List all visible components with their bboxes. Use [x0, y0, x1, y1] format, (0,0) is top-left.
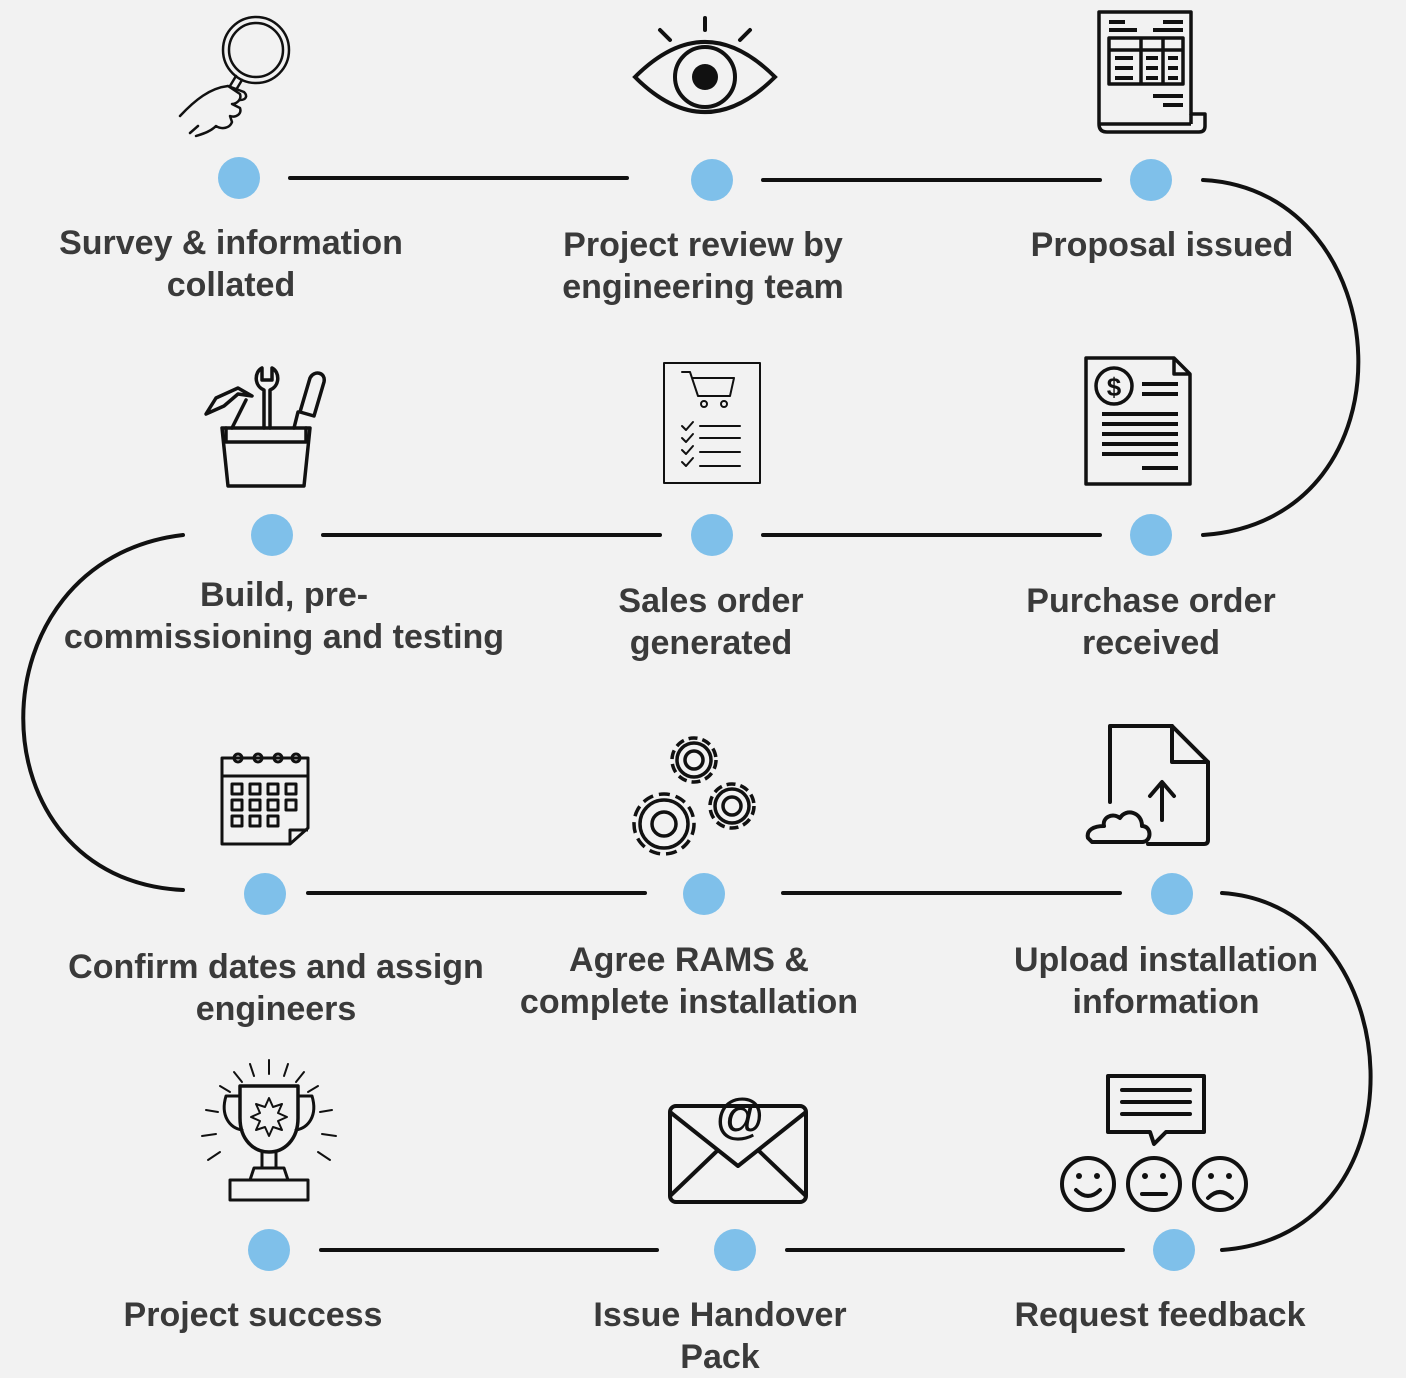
connector-6-7-arc: [21, 533, 185, 892]
step-label-2: Project review by engineering team: [562, 226, 844, 306]
step-node-7: [244, 873, 286, 915]
step-label-3: Proposal issued: [1030, 226, 1294, 264]
step-node-10: [1153, 1229, 1195, 1271]
step-node-4: [1130, 514, 1172, 556]
svg-text:@: @: [715, 1089, 766, 1145]
cart-checklist-icon: [663, 362, 761, 484]
step-node-5: [691, 514, 733, 556]
step-node-11: [714, 1229, 756, 1271]
gears-icon: [632, 736, 756, 856]
calendar-icon: [220, 752, 310, 846]
step-label-6: Build, pre- commissioning and testing: [63, 576, 505, 656]
toolbox-icon: [204, 366, 326, 488]
email-envelope-icon: @: [668, 1089, 808, 1204]
trophy-icon: [201, 1059, 337, 1202]
step-label-8: Agree RAMS & complete installation: [519, 941, 859, 1021]
connector-9-10-arc: [1220, 891, 1373, 1252]
step-node-6: [251, 514, 293, 556]
feedback-faces-icon: [1060, 1074, 1248, 1212]
step-label-10: Request feedback: [1014, 1296, 1306, 1334]
step-label-9: Upload installation information: [1013, 941, 1319, 1021]
step-label-12: Project success: [123, 1296, 383, 1334]
cloud-upload-icon: [1085, 724, 1210, 846]
step-node-9: [1151, 873, 1193, 915]
svg-text:$: $: [1107, 372, 1122, 402]
document-table-icon: [1097, 10, 1207, 134]
step-label-4: Purchase order received: [1026, 582, 1276, 662]
step-node-3: [1130, 159, 1172, 201]
invoice-dollar-icon: $: [1084, 356, 1192, 486]
connector-3-4-arc: [1201, 178, 1361, 537]
step-label-5: Sales order generated: [618, 582, 804, 662]
magnifier-hand-icon: [178, 15, 291, 138]
step-label-11: Issue Handover Pack: [593, 1296, 847, 1376]
step-node-2: [691, 159, 733, 201]
step-node-12: [248, 1229, 290, 1271]
eye-icon: [632, 16, 778, 114]
step-node-1: [218, 157, 260, 199]
step-node-8: [683, 873, 725, 915]
step-label-1: Survey & information collated: [59, 224, 403, 304]
step-label-7: Confirm dates and assign engineers: [68, 948, 484, 1028]
